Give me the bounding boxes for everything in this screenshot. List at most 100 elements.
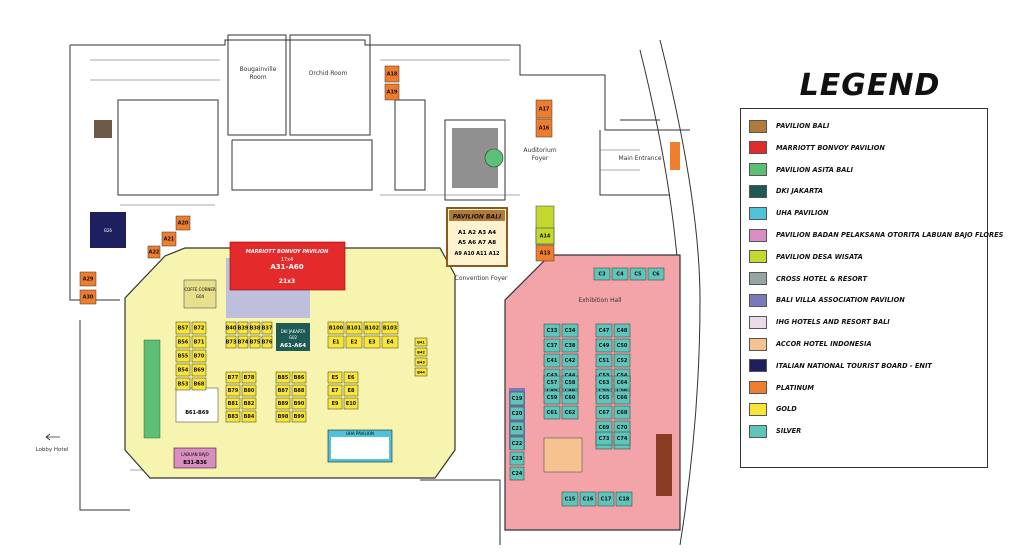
booth-box	[613, 405, 631, 420]
booth-label: C70	[617, 425, 628, 431]
booth-box	[241, 397, 257, 410]
legend-label: PAVILION ASITA BALI	[776, 165, 853, 174]
legend-swatch	[749, 315, 767, 329]
booth: E10	[343, 397, 359, 410]
booth-box	[291, 384, 307, 397]
booth: C41	[543, 353, 561, 368]
legend-item: BALI VILLA ASSOCIATION PAVILION	[749, 293, 905, 307]
booth-box	[597, 491, 615, 507]
booth-box	[345, 321, 363, 335]
booth: B87	[275, 384, 291, 397]
uha-inner	[331, 437, 389, 459]
legend-label: DKI JAKARTA	[776, 187, 823, 196]
legend-label: GOLD	[776, 405, 797, 414]
legend-item: UHA PAVILION	[749, 206, 829, 220]
booth-label: C38	[565, 343, 576, 349]
booth-box	[509, 391, 525, 406]
booth-box	[561, 405, 579, 420]
booth-label: B82	[244, 401, 255, 407]
booth-box	[593, 267, 611, 281]
booth: B57	[175, 321, 191, 335]
asita-booth-block	[175, 387, 219, 423]
booth: C6	[647, 267, 665, 281]
booth-box	[535, 227, 555, 245]
booth-label: C47	[599, 328, 610, 334]
booth-label: C20	[512, 411, 523, 417]
booth-box	[509, 436, 525, 451]
booth-box	[543, 323, 561, 338]
booth-box	[595, 375, 613, 390]
booth-label: B99	[294, 414, 305, 420]
booth-box	[261, 321, 273, 335]
booth-box	[647, 267, 665, 281]
booth-label: B98	[278, 414, 289, 420]
booth: E3	[363, 335, 381, 349]
booth: B56	[175, 335, 191, 349]
dki-sub: G02	[289, 335, 298, 340]
booth-label: C58	[565, 380, 576, 386]
booth-box	[414, 367, 428, 377]
booth-box	[275, 384, 291, 397]
main-entrance-marker	[670, 142, 680, 170]
booth: C74	[613, 431, 631, 446]
booth-box	[291, 371, 307, 384]
booth: E7	[327, 384, 343, 397]
booth-box	[261, 335, 273, 349]
booth-box	[543, 353, 561, 368]
booth-box	[175, 215, 191, 231]
booth-box	[225, 321, 237, 335]
booth-box	[191, 377, 207, 391]
booth: A14	[535, 227, 555, 245]
legend-item: PAVILION BADAN PELAKSANA OTORITA LABUAN …	[749, 228, 1003, 242]
booth-box	[613, 431, 631, 446]
booth: C17	[597, 491, 615, 507]
booth: C65	[595, 390, 613, 405]
booth-label: C6	[652, 272, 660, 278]
booth-label: B56	[178, 340, 189, 346]
legend-swatch	[749, 119, 767, 133]
booth-label: B55	[178, 354, 189, 360]
booth-box	[535, 99, 553, 119]
booth-box	[561, 323, 579, 338]
booth: E5	[327, 371, 343, 384]
legend-label: PAVILION BADAN PELAKSANA OTORITA LABUAN …	[776, 231, 1004, 239]
booth-label: B90	[294, 401, 305, 407]
booth: B54	[175, 363, 191, 377]
legend-item: IHG HOTELS AND RESORT BALI	[749, 315, 890, 329]
booth: C20	[509, 406, 525, 421]
booth-label: C22	[512, 441, 523, 447]
booth-label: C62	[565, 410, 576, 416]
booth-box	[543, 375, 561, 390]
legend-swatch	[749, 337, 767, 351]
booth-label: C61	[547, 410, 558, 416]
booth-box	[561, 375, 579, 390]
exhibitor-brown-block	[656, 434, 672, 496]
booth-label: C16	[583, 497, 594, 503]
booth-box	[535, 118, 553, 138]
booth-label: B69	[194, 368, 205, 374]
booth-box	[615, 491, 633, 507]
booth: C37	[543, 338, 561, 353]
legend-swatch	[749, 402, 767, 416]
booth-box	[363, 335, 381, 349]
booth-label: C19	[512, 396, 523, 402]
booth-box	[191, 321, 207, 335]
legend-label: ACCOR HOTEL INDONESIA	[776, 340, 872, 348]
booth: B98	[275, 410, 291, 423]
booth: B83	[225, 410, 241, 423]
dki-code: A61-A64	[280, 343, 306, 349]
pavilion-bali-header	[449, 210, 505, 221]
booth: B77	[225, 371, 241, 384]
booth-label: B88	[294, 388, 305, 394]
booth-label: B54	[178, 368, 189, 374]
booth-box	[543, 390, 561, 405]
booth: A21	[161, 231, 177, 247]
booth: A20	[175, 215, 191, 231]
marriott-code: A31-A60	[270, 263, 303, 271]
dki-title: DKI JAKARTA	[281, 329, 306, 334]
legend-item: GOLD	[749, 402, 797, 416]
booth-box	[275, 397, 291, 410]
booth: C67	[595, 405, 613, 420]
booth: C59	[543, 390, 561, 405]
booth-label: B102	[365, 326, 380, 332]
